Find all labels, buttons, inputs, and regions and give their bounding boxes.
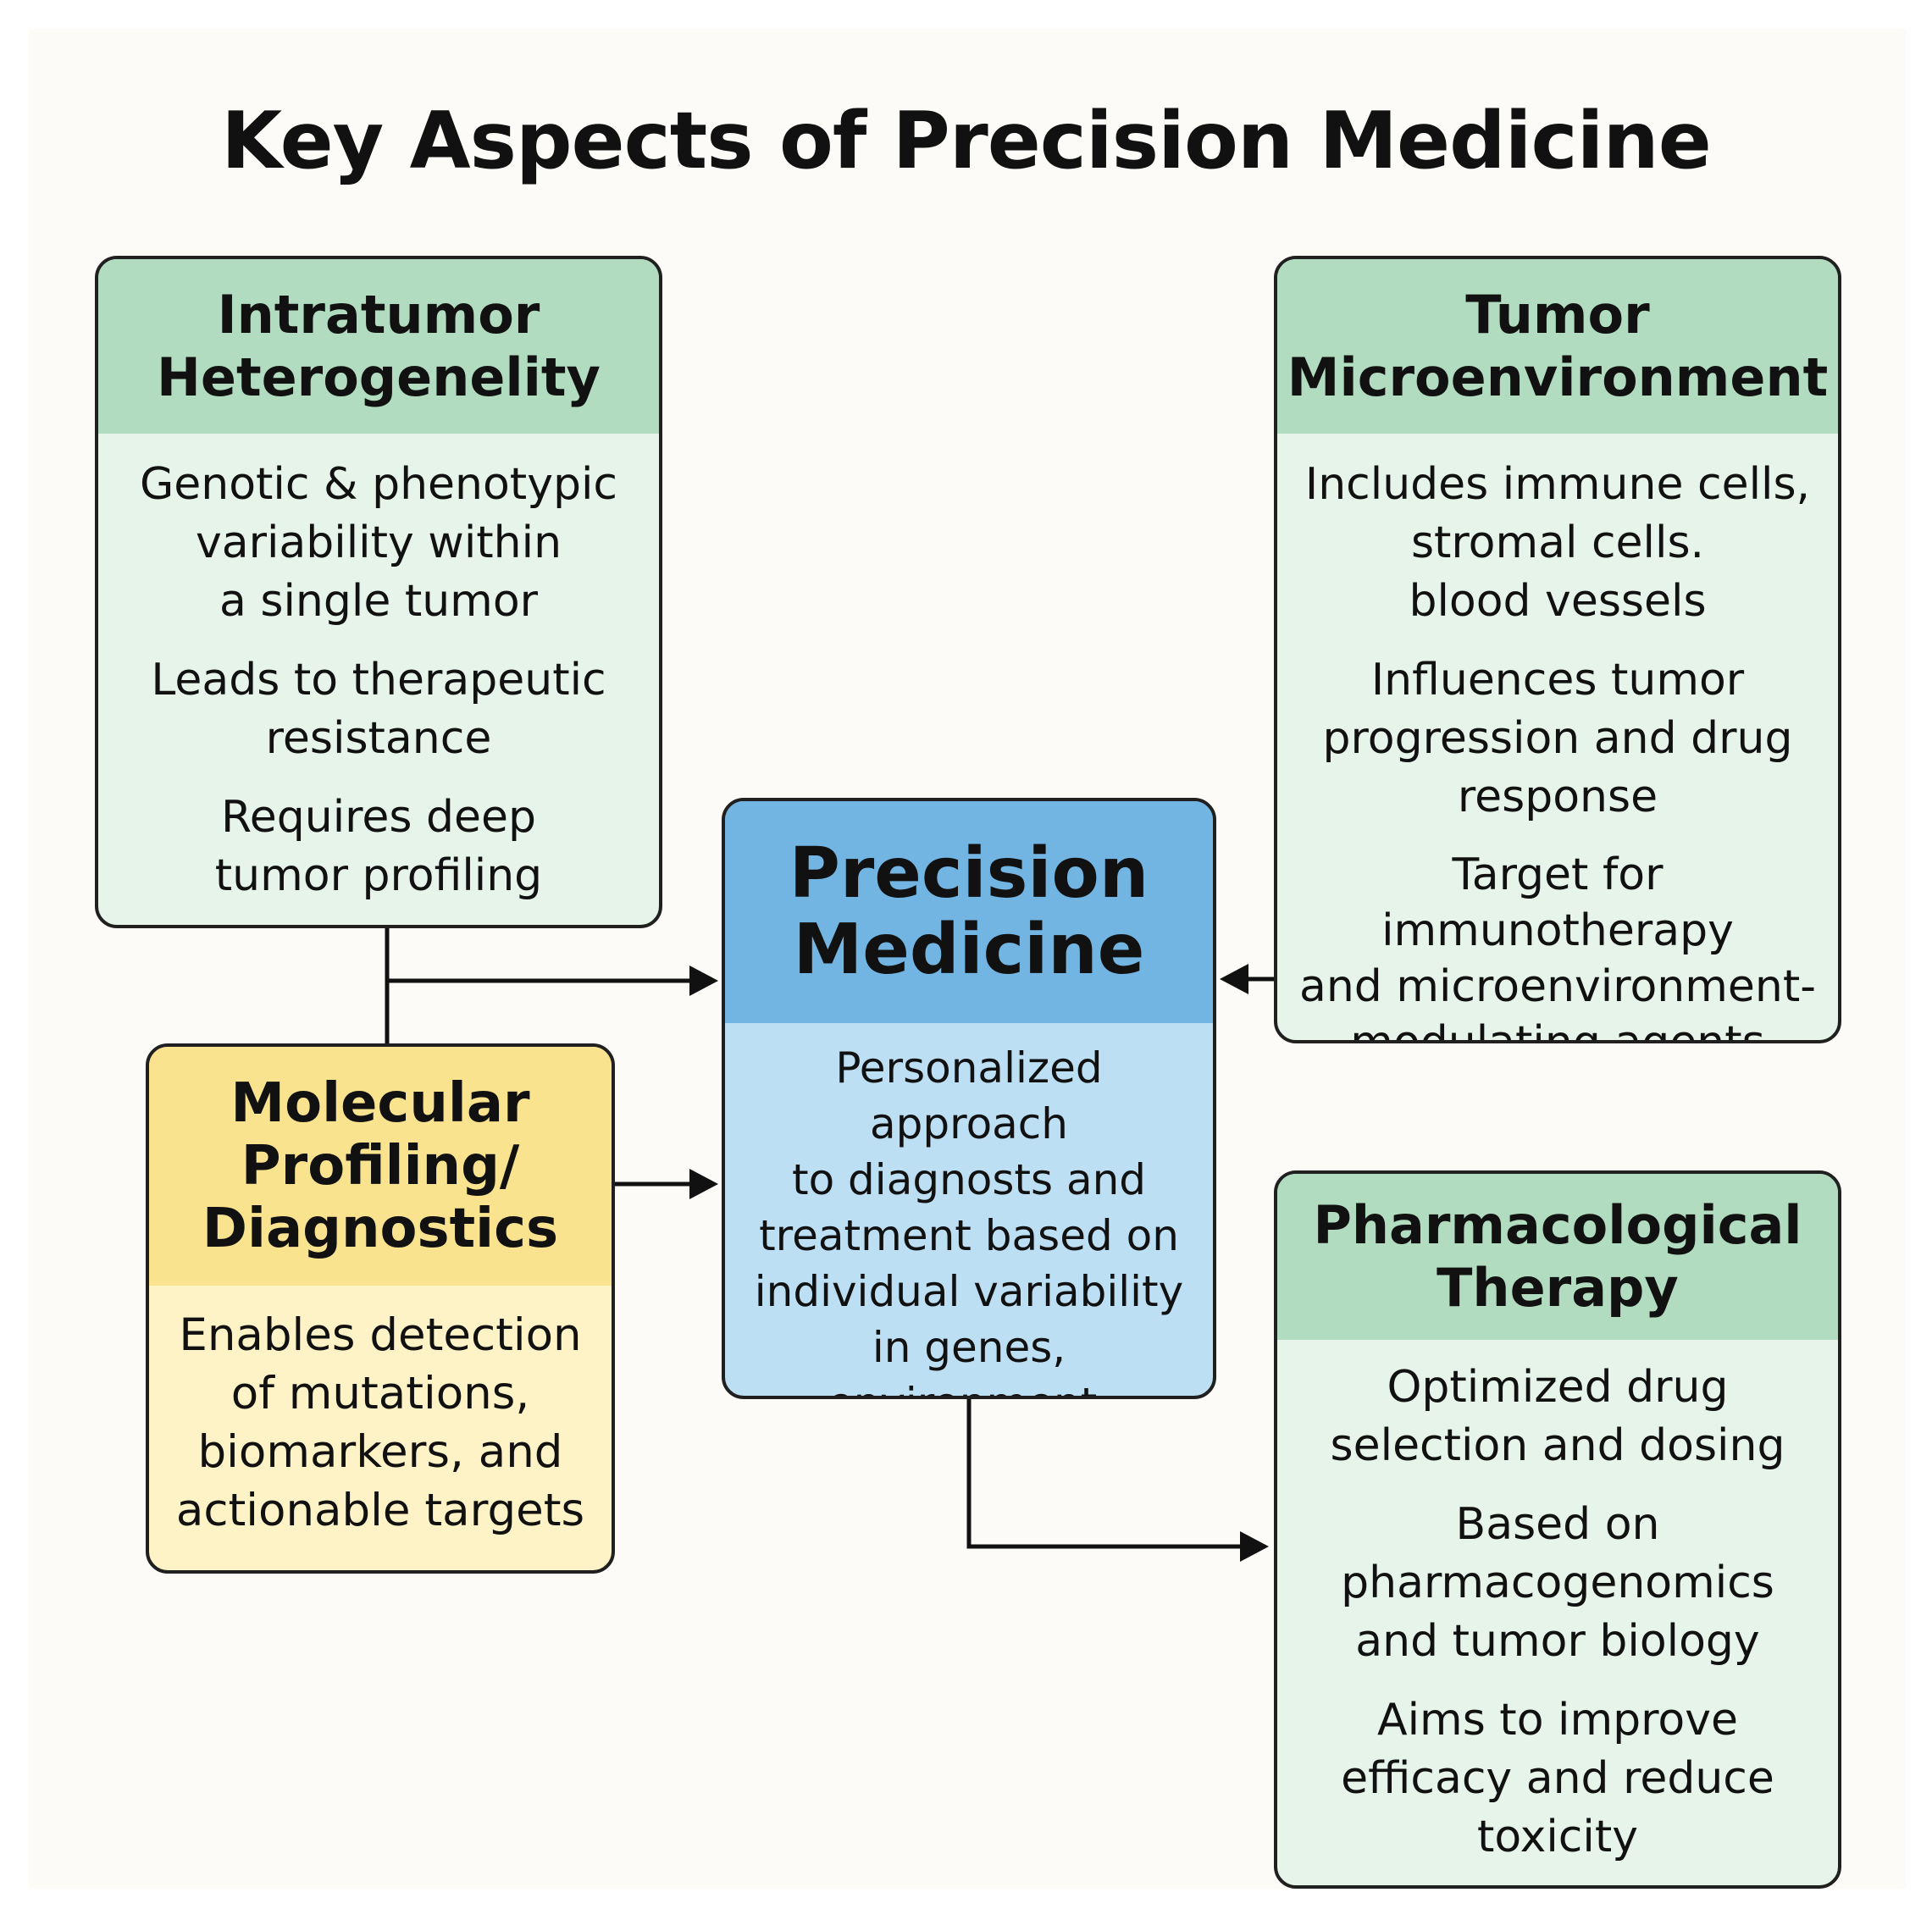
node-intratumor-item-2: Leads to therapeutic resistance — [151, 655, 606, 764]
node-pharmacological-title: Pharmacological Therapy — [1277, 1174, 1838, 1340]
node-precision-body: Personalized approach to diagnosts and t… — [725, 1023, 1213, 1396]
node-intratumor-body: Genotic & phenotypic variability within … — [98, 434, 659, 905]
arrowhead-intratumor-to-precision — [689, 966, 718, 996]
node-pharmacological-item-3: Aims to improve efficacy and reduce toxi… — [1341, 1695, 1774, 1862]
edge-precision-to-pharmacological — [966, 1399, 1242, 1549]
node-microenvironment-item-2: Influences tumor progression and drug re… — [1322, 655, 1793, 822]
arrowhead-molecular-to-precision — [689, 1169, 718, 1199]
node-intratumor-item-3: Requires deep tumor profiling — [214, 792, 543, 901]
node-molecular-body: Enables detection of mutations, biomarke… — [149, 1286, 612, 1540]
node-pharmacological-item-1: Optimized drug selection and dosing — [1330, 1362, 1785, 1471]
node-molecular-item-1: Enables detection of mutations, biomarke… — [175, 1309, 585, 1536]
node-microenvironment-item-3: Target for immunotherapy and microenviro… — [1298, 849, 1817, 1043]
node-microenvironment-item-1: Includes immune cells, stromal cells. bl… — [1304, 459, 1811, 627]
node-precision-medicine: Precision Medicine Personalized approach… — [722, 798, 1216, 1399]
node-pharmacological-body: Optimized drug selection and dosing Base… — [1277, 1340, 1838, 1867]
node-microenvironment-title: Tumor Microenvironment — [1277, 259, 1838, 434]
node-pharmacological-therapy: Pharmacological Therapy Optimized drug s… — [1274, 1170, 1841, 1889]
node-intratumor-item-1: Genotic & phenotypic variability within … — [139, 459, 618, 627]
node-tumor-microenvironment: Tumor Microenvironment Includes immune c… — [1274, 256, 1841, 1043]
arrowhead-microenvironment-to-precision — [1220, 964, 1248, 994]
node-microenvironment-body: Includes immune cells, stromal cells. bl… — [1277, 434, 1838, 1043]
node-intratumor-title: Intratumor Heterogenelity — [98, 259, 659, 434]
diagram-title: Key Aspects of Precision Medicine — [221, 95, 1712, 186]
node-pharmacological-item-2: Based on pharmacogenomics and tumor biol… — [1341, 1499, 1774, 1667]
node-precision-item-1: Personalized approach to diagnosts and t… — [754, 1043, 1184, 1396]
arrowhead-precision-to-pharmacological — [1240, 1531, 1269, 1562]
node-intratumor-heterogeneity: Intratumor Heterogenelity Genotic & phen… — [95, 256, 662, 928]
node-molecular-profiling: Molecular Profiling/ Diagnostics Enables… — [146, 1043, 615, 1574]
node-precision-title: Precision Medicine — [725, 801, 1213, 1023]
node-molecular-title: Molecular Profiling/ Diagnostics — [149, 1047, 612, 1286]
